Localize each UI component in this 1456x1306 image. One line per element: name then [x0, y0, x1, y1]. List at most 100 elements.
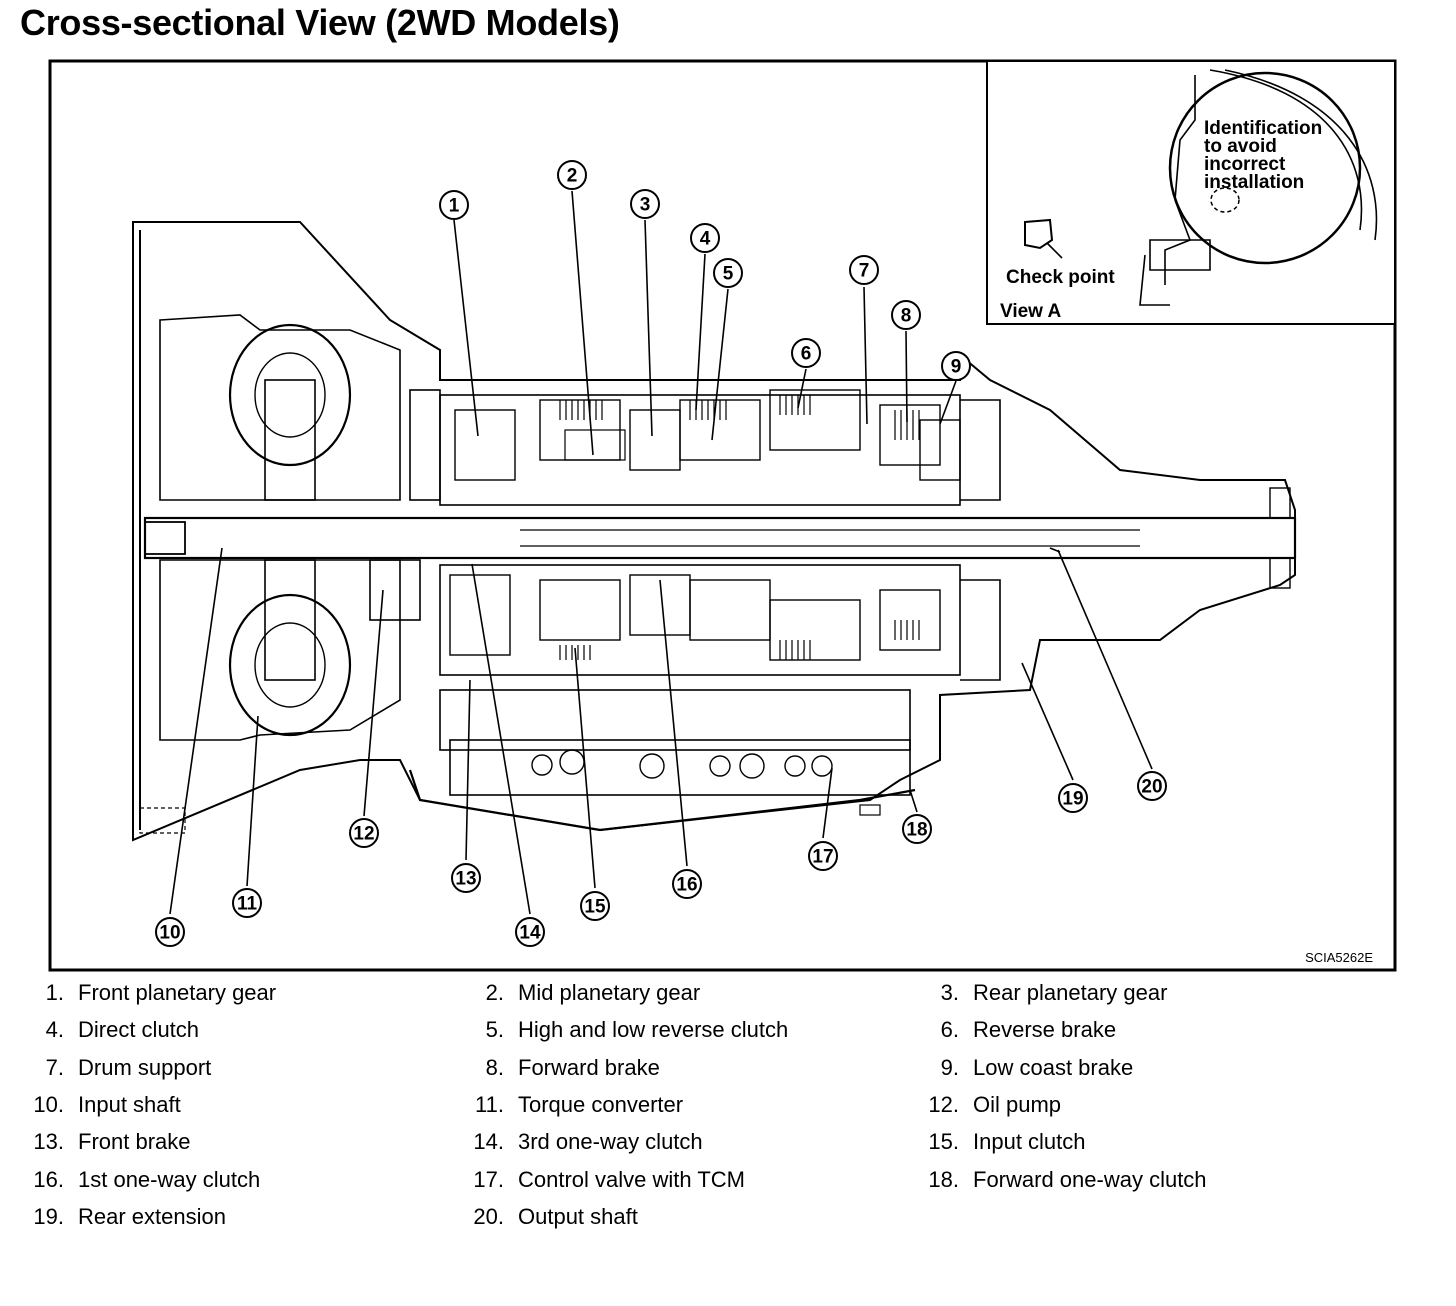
legend-label: Low coast brake [973, 1054, 1134, 1080]
legend-label: Rear extension [78, 1203, 226, 1229]
legend-number: 9. [940, 1054, 959, 1080]
inset-id-line-2: to avoid [1204, 136, 1277, 157]
callout-circle [672, 869, 702, 899]
legend-number: 3. [940, 980, 959, 1005]
callout-19: 19 [1058, 783, 1088, 813]
legend-number: 19. [33, 1203, 64, 1229]
legend-number: 7. [45, 1054, 64, 1080]
callout-circle [902, 814, 932, 844]
callout-number: 4 [700, 229, 711, 250]
inset-view-a: Identification to avoid incorrect instal… [986, 60, 1396, 325]
callout-number: 12 [353, 824, 374, 845]
legend-label: Rear planetary gear [973, 980, 1168, 1005]
callout-2: 2 [557, 160, 587, 190]
callout-number: 3 [640, 195, 651, 216]
callout-circle [451, 863, 481, 893]
legend-label: Input shaft [78, 1091, 181, 1117]
legend-number: 15. [928, 1129, 959, 1155]
legend-label: Forward one-way clutch [973, 1166, 1207, 1192]
callout-18: 18 [902, 814, 932, 844]
legend-number: 8. [485, 1054, 504, 1080]
callout-12: 12 [349, 818, 379, 848]
inset-id-line-4: installation [1204, 172, 1304, 193]
callout-circle [439, 190, 469, 220]
callout-15: 15 [580, 891, 610, 921]
callout-1: 1 [439, 190, 469, 220]
callout-number: 2 [567, 166, 578, 187]
callout-number: 8 [901, 306, 912, 327]
callout-circle [808, 841, 838, 871]
legend-label: Reverse brake [973, 1017, 1117, 1043]
callout-circle [1058, 783, 1088, 813]
callout-number: 13 [455, 869, 476, 890]
leader-lines [169, 190, 1153, 915]
callout-number: 14 [519, 923, 541, 944]
legend-label: High and low reverse clutch [518, 1017, 789, 1043]
callout-10: 10 [155, 917, 185, 947]
callout-number: 5 [723, 264, 734, 285]
legend-label: Drum support [78, 1054, 212, 1080]
legend-label: Input clutch [973, 1129, 1086, 1155]
callout-circle [515, 917, 545, 947]
legend-label: Torque converter [518, 1091, 684, 1117]
callout-number: 9 [951, 357, 962, 378]
callout-7: 7 [849, 255, 879, 285]
transmission-drawing [132, 221, 1297, 842]
legend-number: 16. [33, 1166, 64, 1192]
callout-14: 14 [515, 917, 545, 947]
callout-number: 17 [812, 847, 833, 868]
legend-number: 14. [473, 1129, 504, 1155]
callout-13: 13 [451, 863, 481, 893]
callout-circle [791, 338, 821, 368]
legend-label: Front planetary gear [78, 980, 277, 1005]
legend-number: 6. [940, 1017, 959, 1043]
callout-circle [630, 189, 660, 219]
legend-label: Forward brake [518, 1054, 660, 1080]
legend-number: 17. [473, 1166, 504, 1192]
legend-number: 12. [928, 1091, 959, 1117]
legend-label: Front brake [78, 1129, 191, 1155]
callout-5: 5 [713, 258, 743, 288]
legend-number: 11. [475, 1091, 504, 1117]
inset-view-label: View A [1000, 301, 1062, 322]
callout-3: 3 [630, 189, 660, 219]
callout-circle [1137, 771, 1167, 801]
callout-4: 4 [690, 223, 720, 253]
transmission-cross-section-diagram: Identification to avoid incorrect instal… [48, 59, 1397, 972]
inset-check-point-label: Check point [1006, 267, 1115, 288]
callout-circle [713, 258, 743, 288]
callout-circle [232, 888, 262, 918]
callout-number: 15 [584, 897, 606, 918]
legend-number: 18. [928, 1166, 959, 1192]
callout-number: 6 [801, 344, 812, 365]
callout-circle [557, 160, 587, 190]
callout-9: 9 [941, 351, 971, 381]
inset-id-line-1: Identification [1204, 118, 1322, 139]
legend-number: 2. [485, 980, 504, 1005]
callout-number: 16 [676, 875, 697, 896]
callout-number: 1 [449, 196, 460, 217]
legend-number: 13. [33, 1129, 64, 1155]
legend-number: 10. [33, 1091, 64, 1117]
callout-circle [690, 223, 720, 253]
callout-circle [891, 300, 921, 330]
legend-label: Control valve with TCM [518, 1166, 745, 1192]
legend-label: 3rd one-way clutch [518, 1129, 703, 1155]
callout-number: 19 [1062, 789, 1083, 810]
legend-label: Output shaft [518, 1203, 638, 1229]
check-point-icon [1024, 218, 1054, 250]
legend-number: 20. [473, 1203, 504, 1229]
legend-number: 1. [45, 980, 64, 1005]
callout-17: 17 [808, 841, 838, 871]
legend-number: 5. [485, 1017, 504, 1043]
callout-circle [849, 255, 879, 285]
legend-label: Oil pump [973, 1091, 1062, 1117]
callout-8: 8 [891, 300, 921, 330]
legend-label: 1st one-way clutch [78, 1166, 261, 1192]
callout-6: 6 [791, 338, 821, 368]
callout-16: 16 [672, 869, 702, 899]
callout-number: 7 [859, 261, 870, 282]
legend-label: Direct clutch [78, 1017, 200, 1043]
